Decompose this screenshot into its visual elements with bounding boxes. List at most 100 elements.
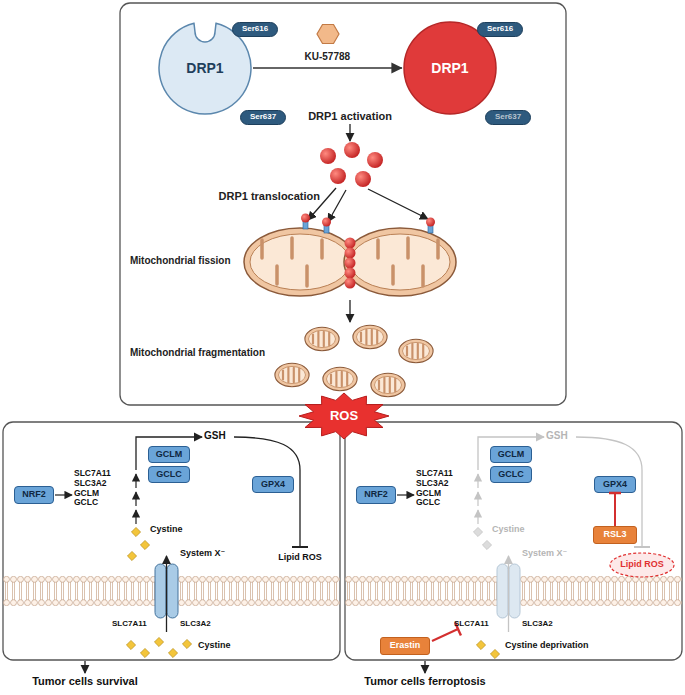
process-label: Mitochondrial fragmentation [130, 347, 295, 359]
inhibition-bar [634, 546, 650, 548]
node-text: GCLC [156, 470, 182, 479]
node-text: Ser637 [250, 113, 276, 121]
outcome-arrow [84, 661, 85, 673]
transporter-label: System X⁻ [522, 548, 592, 558]
metabolite-label: Lipid ROS [270, 552, 330, 562]
drp1-receptor-pegs [301, 214, 435, 234]
gene-list: SLC7A11 SLC3A2 GCLM GCLC [74, 469, 120, 508]
mitochondrion-outer [244, 228, 356, 296]
burst-shape [299, 393, 389, 439]
cristae [378, 238, 438, 286]
lipid-ros-cloud [610, 553, 674, 577]
drp1-ball [330, 168, 346, 184]
node-text: GCLM [498, 450, 525, 459]
cystine-diamond [140, 540, 149, 549]
drp1-ball [345, 278, 356, 289]
ferroptosis-panel [345, 422, 682, 660]
drp1-ball [320, 148, 336, 164]
transporter-label: System X⁻ [180, 548, 250, 558]
ros-burst: ROS [298, 392, 390, 440]
flow-arrow [135, 474, 136, 488]
flow-arrow [135, 510, 136, 524]
node-text: NRF2 [22, 490, 46, 499]
process-label: DRP1 activation [295, 110, 405, 123]
drp1-ball [426, 218, 435, 227]
drug-activation-arrow [253, 67, 402, 68]
protein-shape [159, 23, 251, 114]
node-text: Ser616 [242, 25, 268, 33]
transporter-subunit [155, 564, 166, 618]
node-text: Erastin [390, 641, 421, 650]
inhibition-connector [614, 493, 616, 526]
cystine-diamond [476, 640, 485, 649]
fragment [353, 325, 387, 348]
drp1-ball [345, 258, 356, 269]
transcription-factor-box: NRF2 [356, 486, 396, 504]
drug-box: RSL3 [593, 526, 637, 544]
transport-arrow [508, 556, 509, 632]
fragment [371, 373, 405, 396]
phospho-tag: Ser616 [477, 22, 523, 37]
transport-arrow [166, 556, 167, 632]
outcome-label: Tumor cells survival [5, 675, 165, 688]
fragment [305, 327, 339, 350]
metabolite-label: Cystine [150, 524, 200, 534]
cystine-diamond [140, 648, 149, 657]
metabolite-label: Cystine [198, 640, 248, 650]
cystine-diamond [482, 540, 491, 549]
drp1-ball [301, 214, 310, 223]
fragment [323, 367, 357, 390]
node-text: GPX4 [261, 480, 285, 489]
metabolite-label: Cystine [492, 524, 542, 534]
flow-arrow [55, 494, 72, 495]
transporter-subunit [509, 564, 520, 618]
cystine-diamond [473, 527, 482, 536]
cystine-diamond [131, 527, 140, 536]
transporter-subunit [167, 564, 178, 618]
drp1-ball [345, 248, 356, 259]
flow-arrow [477, 510, 478, 524]
enzyme-box: GCLM [490, 446, 532, 463]
top-panel [120, 3, 566, 405]
ferroptosis-illustration [345, 437, 682, 659]
metabolite-label: GSH [204, 430, 238, 442]
survival-panel [3, 422, 340, 660]
enzyme-box: GCLC [148, 466, 190, 483]
cystine-diamond [127, 551, 136, 560]
node-text: GCLC [498, 470, 524, 479]
drp1-ball [355, 171, 371, 187]
inhibition-line [576, 437, 642, 546]
gene-list: SLC7A11 SLC3A2 GCLM GCLC [416, 469, 462, 508]
enzyme-box: GCLC [490, 466, 532, 483]
mitochondrion-inner [250, 234, 350, 290]
subunit-label: SLC7A11 [112, 619, 156, 628]
phospho-tag: Ser637 [485, 110, 531, 125]
drp1-ball [367, 152, 383, 168]
node-text: Ser616 [487, 25, 513, 33]
fission-ring [345, 238, 356, 289]
cystine-diamond [182, 639, 191, 648]
drug-box: Erastin [380, 637, 430, 655]
mitochondrion-inner [350, 234, 450, 290]
drp1-ball [345, 268, 356, 279]
cystine-diamond [154, 637, 163, 646]
metabolite-label: Lipid ROS [612, 559, 672, 569]
process-label: DRP1 translocation [188, 190, 320, 203]
drp1-ball [345, 238, 356, 249]
metabolite-label: GSH [546, 430, 580, 442]
phospho-tag: Ser616 [232, 22, 278, 37]
node-text: GPX4 [603, 480, 627, 489]
outcome-label: Tumor cells ferroptosis [345, 675, 505, 688]
mitochondrion [244, 228, 456, 296]
outcome-arrow [424, 661, 425, 673]
enzyme-box: GPX4 [252, 476, 294, 493]
subunit-label: SLC7A11 [454, 619, 498, 628]
drp1-ball [322, 218, 331, 227]
node-text: Ser637 [495, 113, 521, 121]
enzyme-box: GPX4 [594, 476, 636, 493]
cystine-diamond [490, 649, 499, 658]
